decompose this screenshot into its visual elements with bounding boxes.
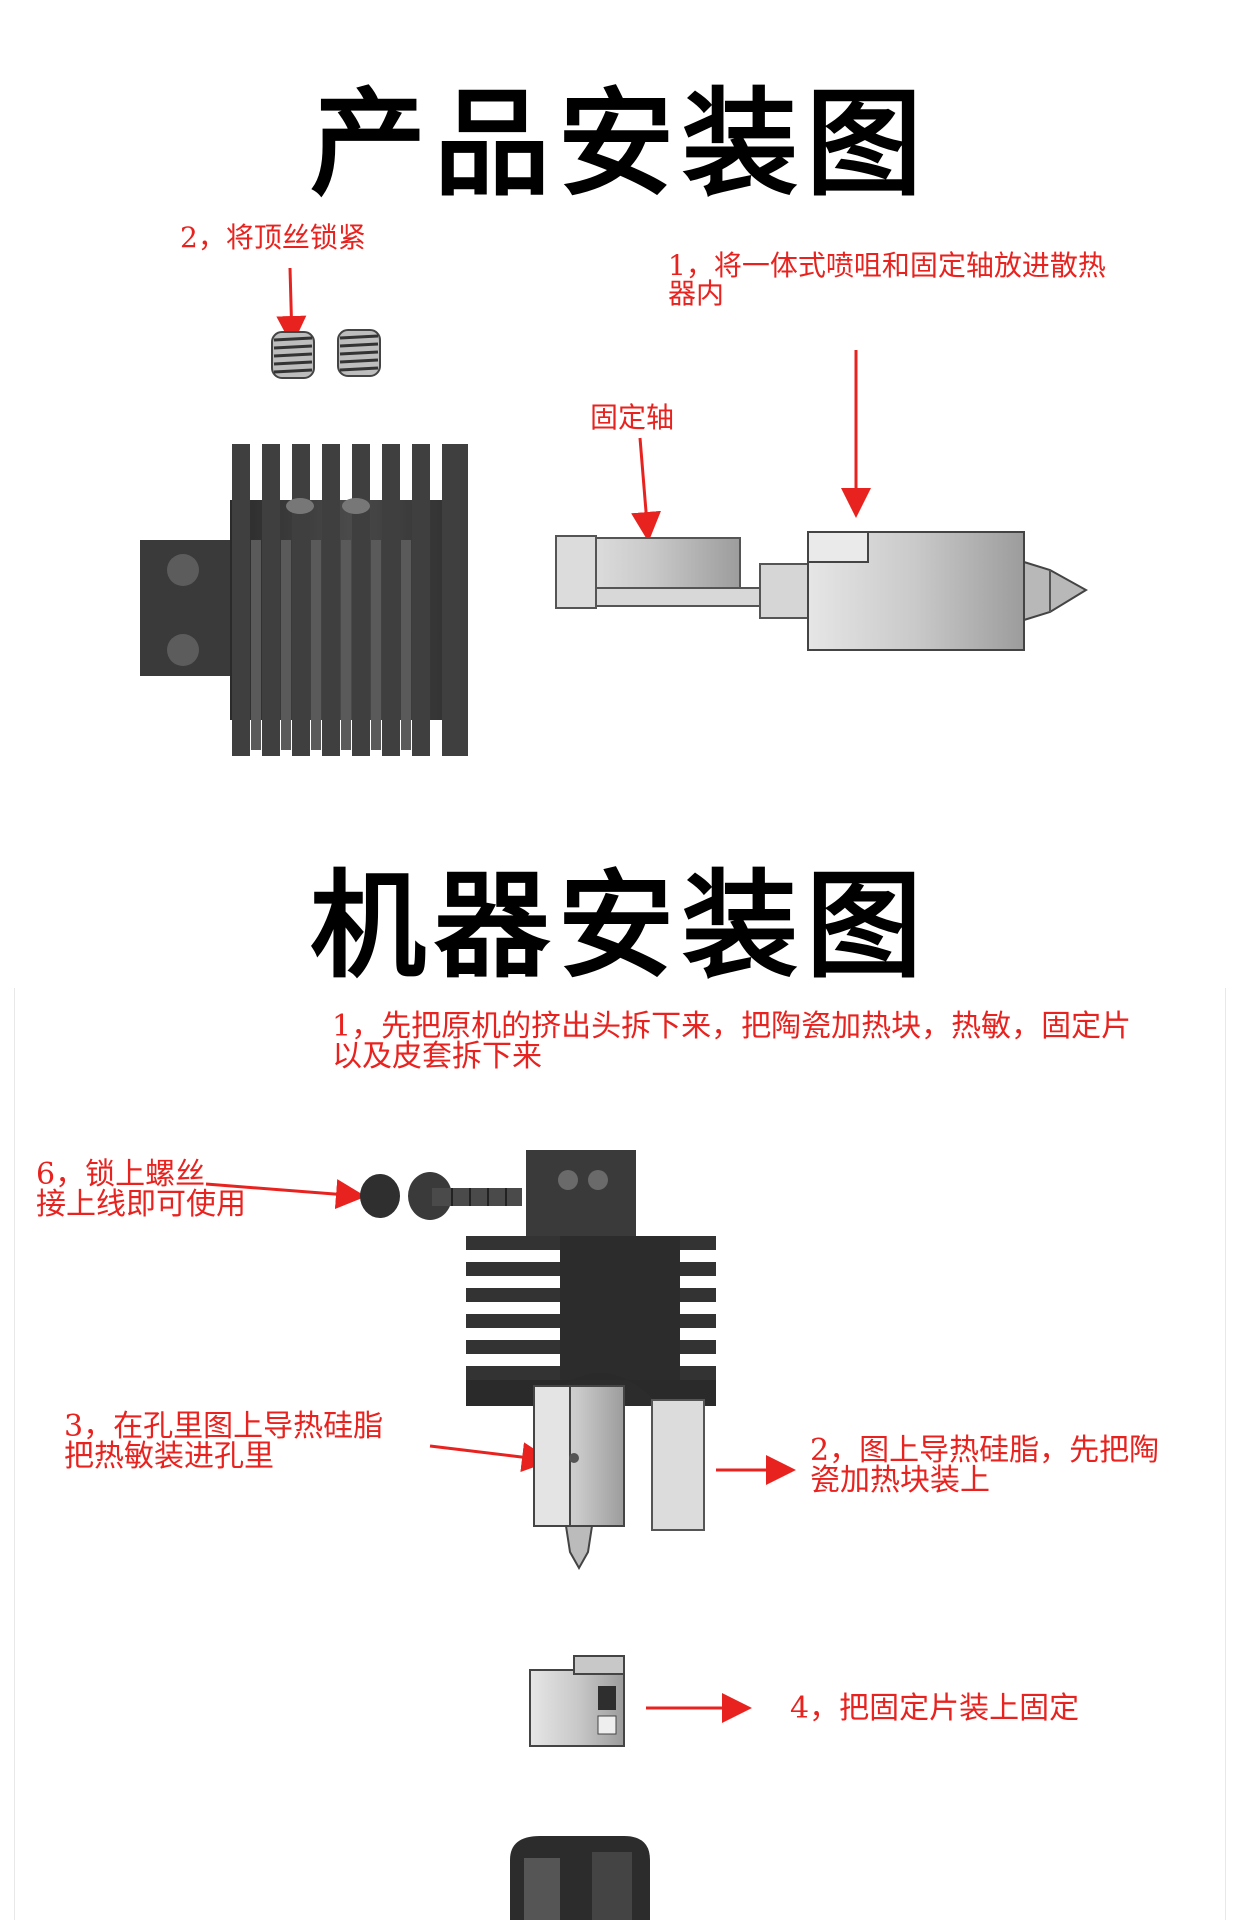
set-screw-left-icon (271, 331, 315, 379)
arrow-step2 (276, 267, 307, 346)
machine-step4-label: 4，把固定片装上固定 (790, 1691, 1080, 1726)
heatsink-icon (140, 444, 468, 756)
screw-icon (360, 1172, 522, 1220)
product-step1-label: 1，将一体式喷咀和固定轴放进散热 器内 (668, 249, 1106, 310)
silicone-sock-icon (510, 1836, 650, 1920)
nozzle-assembly-icon (555, 531, 1088, 651)
fixing-clip-icon (529, 1655, 625, 1747)
shaft-label: 固定轴 (590, 401, 675, 434)
machine-step3-label: 3，在孔里图上导热硅脂 把热敏装进孔里 (64, 1409, 384, 1474)
machine-heatsink-icon (466, 1150, 716, 1406)
machine-step6-label: 6，锁上螺丝 接上线即可使用 (36, 1157, 246, 1222)
arrow-step3 (429, 1442, 552, 1473)
heater-block-icon (533, 1385, 625, 1571)
machine-step1-label: 1，先把原机的挤出头拆下来，把陶瓷加热块，热敏，固定片 以及皮套拆下来 (332, 1009, 1132, 1074)
ceramic-heater-icon (651, 1399, 705, 1531)
machine-install-title: 机器安装图 (310, 859, 930, 994)
product-step2-label: 2，将顶丝锁紧 (180, 221, 366, 254)
set-screw-right-icon (337, 329, 381, 377)
arrow-shaft (631, 437, 661, 542)
product-install-title: 产品安装图 (310, 77, 930, 212)
machine-diagram-frame (14, 988, 1226, 1920)
machine-step2-label: 2，图上导热硅脂，先把陶 瓷加热块装上 (810, 1433, 1160, 1498)
arrow-step6 (205, 1179, 366, 1210)
